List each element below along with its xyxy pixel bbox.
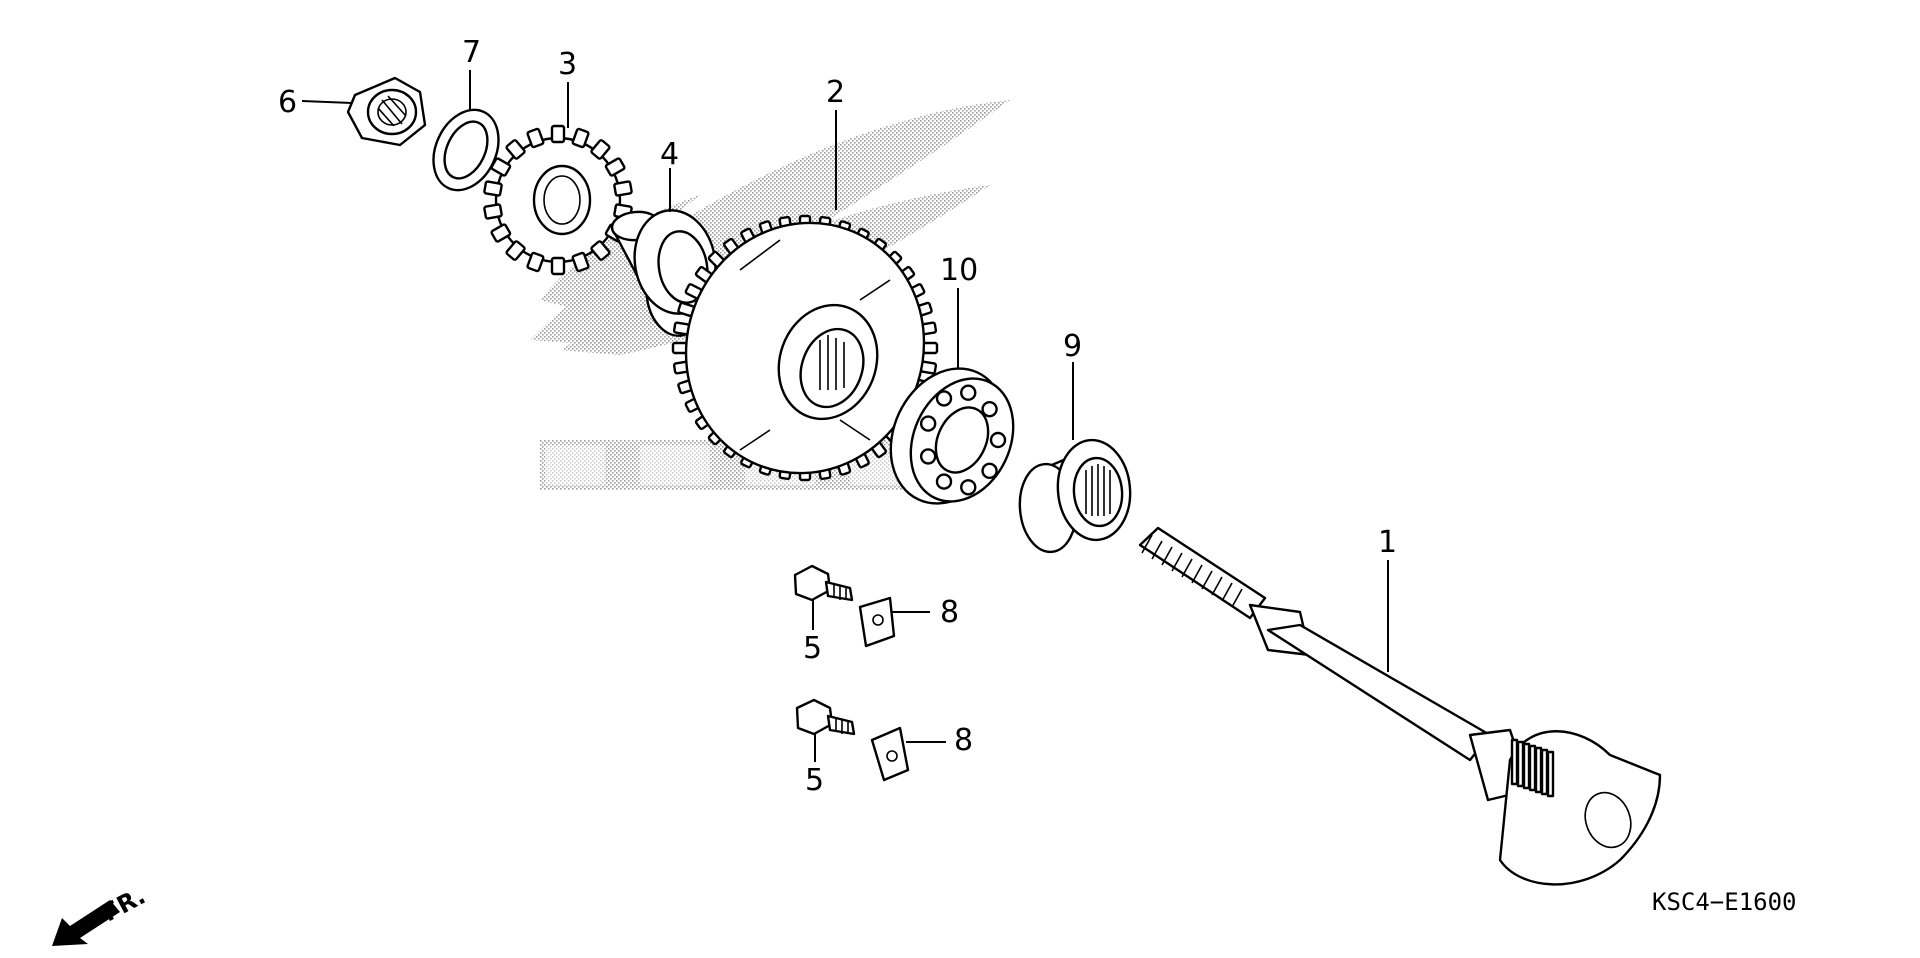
needle-bearing-part: [1018, 438, 1132, 554]
label-washer: 7: [462, 35, 481, 70]
shaft-gear-tooth: [1528, 744, 1537, 792]
bearing-ball: [960, 384, 977, 401]
small-gear-tooth: [550, 124, 566, 144]
bolt-upper-part: [793, 564, 854, 602]
shaft-part: [1138, 526, 1662, 886]
shaft-spline: [1221, 582, 1233, 602]
plate-lower-part: [870, 726, 910, 782]
small-gear-tooth: [526, 127, 545, 149]
label-large-gear: 2: [826, 75, 845, 110]
leader-nut: [301, 100, 353, 104]
small-gear-tooth: [571, 251, 590, 273]
label-nut: 6: [278, 85, 297, 120]
bearing-ball: [981, 400, 998, 418]
front-arrow-icon: [52, 900, 120, 946]
small-gear-tooth: [505, 240, 526, 261]
small-gear-tooth: [590, 240, 611, 261]
shaft-spline: [1171, 552, 1183, 572]
small-gear-tooth: [571, 127, 590, 149]
small-gear-tooth: [613, 180, 633, 197]
bearing-ball: [935, 473, 953, 490]
shaft-spline: [1151, 540, 1163, 560]
label-shaft: 1: [1378, 525, 1397, 560]
bearing-ball: [989, 431, 1007, 449]
shaft-spline: [1161, 546, 1173, 566]
bolt-lower-part: [795, 698, 856, 736]
shaft-gear-tooth: [1546, 750, 1555, 798]
label-needle-bearing: 9: [1063, 329, 1082, 364]
large-gear-part: [671, 214, 939, 482]
label-ball-bearing: 10: [940, 253, 978, 288]
bearing-ball: [960, 479, 977, 496]
small-gear-tooth: [483, 180, 503, 197]
nut-part: [346, 76, 427, 147]
bearing-ball: [919, 415, 937, 432]
small-gear-tooth: [490, 223, 512, 243]
small-gear-tooth: [590, 139, 611, 160]
small-gear-tooth: [505, 139, 526, 160]
label-bolt-lower: 5: [805, 763, 824, 798]
small-gear-tooth: [526, 251, 545, 273]
plate-upper-part: [858, 596, 896, 648]
label-plate-lower: 8: [954, 723, 973, 758]
shaft-gear-tooth: [1540, 748, 1549, 796]
small-gear-tooth: [490, 157, 512, 177]
washer-part: [432, 108, 500, 192]
shaft-gear-tooth: [1516, 740, 1525, 788]
shaft-spline: [1181, 558, 1193, 578]
small-gear-tooth: [550, 256, 566, 276]
shaft-spline: [1211, 576, 1223, 596]
label-plate-upper: 8: [940, 595, 959, 630]
shaft-gear-tooth: [1522, 742, 1531, 790]
diagram-code: KSC4−E1600: [1652, 888, 1797, 916]
bearing-ball: [919, 448, 937, 465]
bearing-ball: [935, 390, 953, 407]
ball-bearing-part: [889, 367, 1015, 505]
small-gear-tooth: [604, 157, 626, 177]
small-gear-part: [483, 124, 633, 276]
shaft-spline: [1231, 588, 1243, 608]
label-bolt-upper: 5: [803, 631, 822, 666]
small-gear-tooth: [483, 203, 503, 220]
shaft-spline: [1201, 570, 1213, 590]
shaft-spline: [1141, 534, 1153, 554]
shaft-spline: [1191, 564, 1203, 584]
label-collar: 4: [660, 137, 679, 172]
shaft-gear-tooth: [1510, 738, 1519, 786]
bearing-ball: [981, 462, 998, 480]
label-small-gear: 3: [558, 47, 577, 82]
shaft-gear-tooth: [1534, 746, 1543, 794]
